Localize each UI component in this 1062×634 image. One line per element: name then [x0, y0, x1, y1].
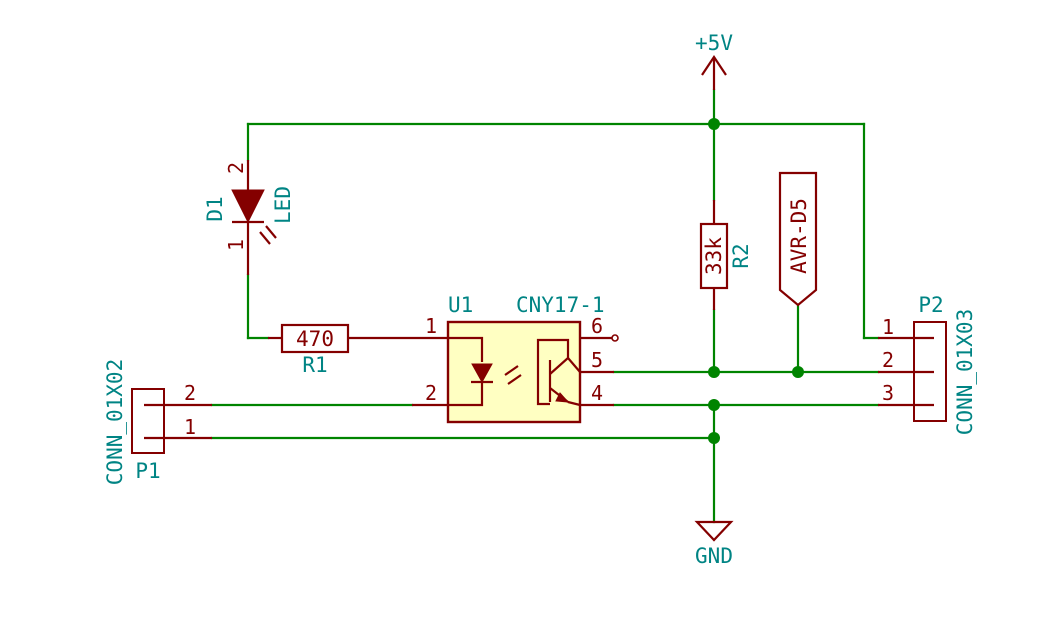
p2-pin2-label: 2	[882, 348, 894, 372]
wires	[210, 88, 880, 524]
power-5v-symbol: +5V	[695, 31, 733, 90]
u1-pin6-label: 6	[591, 314, 603, 338]
u1-led-wire-top	[448, 336, 484, 362]
led-value: LED	[271, 186, 295, 224]
u1-pin2-label: 2	[425, 381, 437, 405]
vcc-label: +5V	[695, 31, 733, 55]
connector-p2[interactable]: 1 2 3 P2 CONN_01X03	[878, 293, 977, 435]
led-pin-2: 2	[224, 162, 248, 174]
u1-pin5-label: 5	[591, 348, 603, 372]
net-label-flag	[778, 171, 818, 307]
p1-pin1-label: 1	[184, 415, 196, 439]
resistor-r1[interactable]: 470 R1	[268, 323, 412, 377]
led-light-arrow-icon-2	[265, 225, 277, 239]
gnd-label: GND	[695, 544, 733, 568]
net-label-text: AVR-D5	[787, 198, 811, 274]
u1-collector-to-pin5	[567, 357, 581, 373]
junction-gnd	[708, 432, 720, 444]
p2-pin1-label: 1	[882, 315, 894, 339]
r2-ref: R2	[729, 243, 753, 268]
u1-pin1-label: 1	[425, 314, 437, 338]
led-pin-1: 1	[224, 239, 248, 251]
u1-pin6-nc-icon	[611, 334, 619, 342]
led-triangle-icon	[231, 189, 265, 224]
junction-top	[708, 118, 720, 130]
led-light-arrow-icon	[259, 231, 271, 245]
u1-emitter-to-pin4	[567, 400, 581, 407]
u1-led-wire-bottom	[448, 382, 484, 407]
junctions	[708, 118, 804, 444]
u1-emitter-arrow-icon	[555, 392, 570, 403]
u1-value: CNY17-1	[516, 293, 605, 317]
p2-value: CONN_01X03	[953, 309, 977, 435]
connector-p1[interactable]: 2 1 P1 CONN_01X02	[103, 359, 212, 485]
p2-pin3-label: 3	[882, 381, 894, 405]
u1-transistor-collector	[536, 338, 570, 406]
gnd-triangle-icon	[694, 520, 734, 542]
resistor-r2[interactable]: 33k R2	[699, 200, 753, 310]
p1-ref: P1	[135, 459, 160, 483]
junction-pin5	[708, 366, 720, 378]
p1-pin2-label: 2	[184, 381, 196, 405]
u1-light-arrow-icon-2	[507, 374, 522, 385]
u1-ref: U1	[448, 293, 473, 317]
u1-led-triangle-icon	[471, 363, 493, 384]
r2-value: 33k	[702, 237, 726, 275]
power-gnd-symbol: GND	[694, 520, 734, 568]
u1-pin4-label: 4	[591, 381, 603, 405]
p2-ref: P2	[918, 293, 943, 317]
p1-body	[131, 388, 165, 454]
r1-value: 470	[296, 327, 334, 351]
vcc-arrow-icon	[701, 55, 727, 76]
p1-value: CONN_01X02	[103, 359, 127, 485]
r1-ref: R1	[302, 353, 327, 377]
led-ref: D1	[203, 196, 227, 221]
net-label-avr-d5[interactable]: AVR-D5	[778, 171, 818, 307]
led-d1[interactable]: 2 1 D1 LED	[203, 160, 295, 275]
junction-pin4	[708, 399, 720, 411]
optocoupler-u1[interactable]: 1 2 6 5 4 U1 CNY17-1	[412, 293, 619, 424]
junction-avr	[792, 366, 804, 378]
u1-light-arrow-icon	[504, 365, 519, 376]
